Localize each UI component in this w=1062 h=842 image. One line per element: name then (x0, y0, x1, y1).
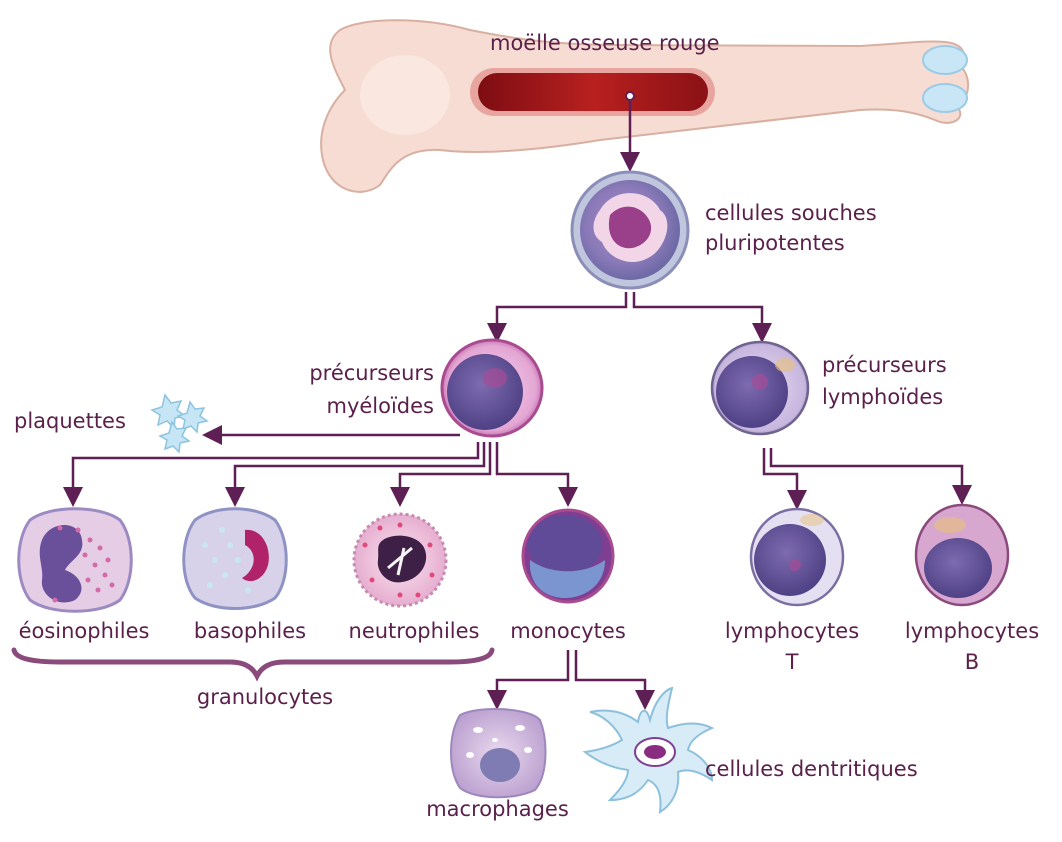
t-lymphocyte-illustration (749, 507, 845, 607)
arrow-to-t-lymphocytes (762, 448, 807, 510)
arrow-to-dendritic (574, 650, 655, 710)
arrow-to-b-lymphocytes (769, 448, 972, 505)
arrow-to-basophils (225, 442, 486, 507)
label-neutrophils: neutrophiles (348, 619, 480, 643)
platelets-illustration (150, 393, 209, 454)
monocyte-illustration (521, 508, 615, 604)
label-stem-cells-line2: pluripotentes (705, 231, 845, 255)
label-eosinophils: éosinophiles (18, 619, 150, 643)
label-b-lymphocytes-line1: lymphocytes (904, 619, 1040, 643)
marrow-origin-dot (625, 91, 635, 101)
eosinophil-illustration (17, 507, 133, 613)
label-macrophages: macrophages (426, 797, 569, 821)
myeloid-precursor-illustration (440, 338, 544, 438)
label-stem-cells-line1: cellules souches (705, 201, 877, 225)
dendritic-cell-illustration (582, 686, 715, 814)
label-t-lymphocytes-line1: lymphocytes (724, 619, 860, 643)
label-bone-marrow: moëlle osseuse rouge (490, 31, 720, 55)
label-lymphoid-line2: lymphoïdes (822, 385, 944, 409)
arrow-to-monocytes (495, 442, 578, 507)
arrow-stem-to-lymphoid (632, 292, 772, 343)
label-myeloid-line2: myéloïdes (326, 394, 434, 418)
label-granulocytes: granulocytes (196, 685, 334, 709)
label-t-lymphocytes-line2: T (785, 650, 799, 674)
basophil-illustration (182, 507, 288, 610)
neutrophil-illustration (352, 512, 448, 608)
stem-cell-illustration (570, 170, 690, 290)
arrow-stem-to-myeloid (487, 292, 628, 343)
label-basophils: basophiles (193, 619, 307, 643)
granulocytes-brace (11, 647, 495, 682)
bone-illustration (320, 19, 969, 193)
arrow-to-macrophages (487, 650, 570, 710)
b-lymphocyte-illustration (914, 503, 1010, 607)
label-myeloid-line1: précurseurs (309, 361, 434, 385)
label-b-lymphocytes-line2: B (964, 650, 980, 674)
label-platelets: plaquettes (14, 409, 126, 433)
lineage-arrows (63, 100, 972, 710)
macrophage-illustration (450, 707, 547, 799)
arrow-to-neutrophils (390, 442, 492, 507)
arrow-to-eosinophils (63, 442, 480, 507)
label-lymphoid-line1: précurseurs (822, 353, 947, 377)
label-dendritic-cells: cellules dentritiques (705, 757, 918, 781)
label-monocytes: monocytes (510, 619, 626, 643)
lymphoid-precursor-illustration (710, 340, 810, 436)
